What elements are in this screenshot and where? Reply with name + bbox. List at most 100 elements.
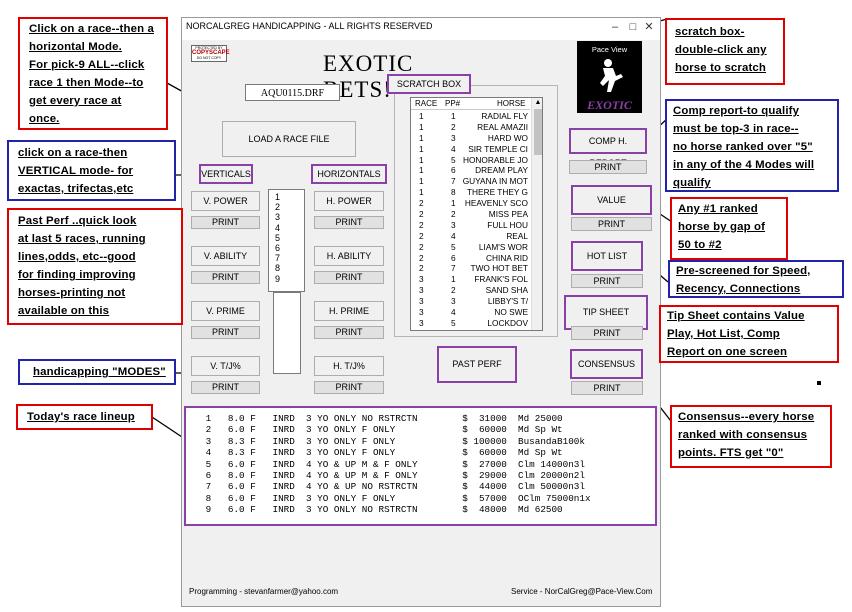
- v-power-button[interactable]: V. POWER: [191, 191, 260, 211]
- v-tj-button[interactable]: V. T/J%: [191, 356, 260, 376]
- lineup-row[interactable]: 1 8.0 F INRD 3 YO ONLY NO RSTRCTN $ 3100…: [200, 413, 563, 424]
- pace-view-exotic-logo: Pace View EXOTIC: [577, 41, 642, 113]
- race-number-item[interactable]: 5: [275, 232, 281, 243]
- exotic-bets-window: NORCALGREG HANDICAPPING - ALL RIGHTS RES…: [181, 17, 661, 607]
- scratch-scrollbar[interactable]: ▲: [531, 98, 542, 330]
- h-ability-print-button[interactable]: PRINT: [314, 271, 384, 284]
- scratch-pp: 5: [451, 154, 456, 165]
- scratch-horse: MISS PEA: [488, 209, 528, 220]
- scroll-up-icon[interactable]: ▲: [534, 99, 542, 106]
- maximize-icon[interactable]: □: [629, 21, 637, 33]
- race-number-item[interactable]: 2: [275, 202, 281, 213]
- comp-h-report-print-button[interactable]: PRINT: [569, 160, 647, 174]
- hot-list-button[interactable]: HOT LIST: [571, 241, 643, 271]
- callout-line: scratch box-: [675, 26, 745, 38]
- race-number-item[interactable]: 6: [275, 243, 281, 254]
- past-perf-button[interactable]: PAST PERF: [437, 346, 517, 383]
- copyscape-line-3: DO NOT COPY: [196, 56, 222, 60]
- consensus-print-button[interactable]: PRINT: [571, 381, 643, 395]
- scratch-pp: 4: [451, 307, 456, 318]
- v-tj-print-button[interactable]: PRINT: [191, 381, 260, 394]
- callout-line: Tip Sheet contains Value: [667, 310, 805, 322]
- v-ability-print-button[interactable]: PRINT: [191, 271, 260, 284]
- race-number-item[interactable]: 4: [275, 222, 281, 233]
- comp-h-report-button[interactable]: COMP H. REPORT: [569, 128, 647, 168]
- callout-past-perf: Past Perf ..quick look at last 5 races, …: [7, 208, 183, 325]
- v-prime-button[interactable]: V. PRIME: [191, 301, 260, 321]
- value-print-button[interactable]: PRINT: [571, 217, 652, 231]
- minimize-icon[interactable]: –: [611, 21, 619, 33]
- value-button[interactable]: VALUE: [571, 185, 652, 215]
- race-number-item[interactable]: 7: [275, 253, 281, 264]
- h-power-button[interactable]: H. POWER: [314, 191, 384, 211]
- window-title: NORCALGREG HANDICAPPING - ALL RIGHTS RES…: [186, 21, 433, 31]
- scratch-race: 3: [419, 274, 424, 285]
- lineup-row[interactable]: 4 8.3 F INRD 3 YO ONLY F ONLY $ 60000 Md…: [200, 447, 563, 459]
- callout-line: For pick-9 ALL--click: [29, 59, 145, 71]
- consensus-button[interactable]: CONSENSUS: [570, 349, 643, 379]
- race-number-item[interactable]: 3: [275, 212, 281, 223]
- load-race-file-button[interactable]: LOAD A RACE FILE: [222, 121, 356, 157]
- lineup-row[interactable]: 8 6.0 F INRD 3 YO ONLY F ONLY $ 57000 OC…: [200, 492, 591, 504]
- v-prime-print-button[interactable]: PRINT: [191, 326, 260, 339]
- h-prime-button[interactable]: H. PRIME: [314, 301, 384, 321]
- scratch-pp: 7: [451, 263, 456, 274]
- lineup-row[interactable]: 3 8.3 F INRD 3 YO ONLY F ONLY $ 100000 B…: [200, 435, 585, 447]
- race-number-list[interactable]: 1 2 3 4 5 6 7 8 9: [268, 189, 305, 292]
- race-lineup-list[interactable]: 1 8.0 F INRD 3 YO ONLY NO RSTRCTN $ 3100…: [184, 406, 657, 526]
- callout-line: Any #1 ranked: [678, 203, 758, 215]
- h-tj-print-button[interactable]: PRINT: [314, 381, 384, 394]
- logo-text-top: Pace View: [591, 45, 628, 54]
- scratch-pp: 2: [451, 121, 456, 132]
- callout-line: Comp report-to qualify: [673, 105, 800, 117]
- h-prime-print-button[interactable]: PRINT: [314, 326, 384, 339]
- scratch-race: 2: [419, 263, 424, 274]
- h-power-print-button[interactable]: PRINT: [314, 216, 384, 229]
- callout-line: at last 5 races, running: [18, 233, 146, 245]
- h-tj-button[interactable]: H. T/J%: [314, 356, 384, 376]
- v-power-print-button[interactable]: PRINT: [191, 216, 260, 229]
- footer-programming: Programming - stevanfarmer@yahoo.com: [189, 587, 339, 596]
- race-number-item[interactable]: 8: [275, 263, 281, 274]
- h-ability-button[interactable]: H. ABILITY: [314, 246, 384, 266]
- hot-list-print-button[interactable]: PRINT: [571, 274, 643, 288]
- race-number-item[interactable]: 1: [275, 192, 281, 202]
- close-icon[interactable]: ✕: [644, 21, 654, 33]
- lineup-row[interactable]: 2 6.0 F INRD 3 YO ONLY F ONLY $ 60000 Md…: [200, 424, 563, 436]
- scratch-race: 2: [419, 230, 424, 241]
- header-race: RACE: [415, 99, 438, 108]
- v-ability-button[interactable]: V. ABILITY: [191, 246, 260, 266]
- scroll-thumb[interactable]: [534, 109, 542, 155]
- lineup-row[interactable]: 5 6.0 F INRD 4 YO & UP M & F ONLY $ 2700…: [200, 458, 585, 470]
- lineup-row[interactable]: 7 6.0 F INRD 4 YO & UP NO RSTRCTN $ 4400…: [200, 481, 585, 493]
- lineup-row[interactable]: 9 6.0 F INRD 3 YO ONLY NO RSTRCTN $ 4800…: [200, 504, 563, 516]
- lineup-row[interactable]: 6 8.0 F INRD 4 YO & UP M & F ONLY $ 2900…: [200, 470, 585, 482]
- scratch-pp: 6: [451, 165, 456, 176]
- tip-sheet-print-button[interactable]: PRINT: [571, 326, 643, 340]
- tip-sheet-button[interactable]: TIP SHEET: [564, 295, 648, 330]
- scratch-box-title: SCRATCH BOX: [387, 74, 471, 94]
- callout-line: horizontal Mode.: [29, 41, 122, 53]
- race-number-item[interactable]: 9: [275, 273, 281, 284]
